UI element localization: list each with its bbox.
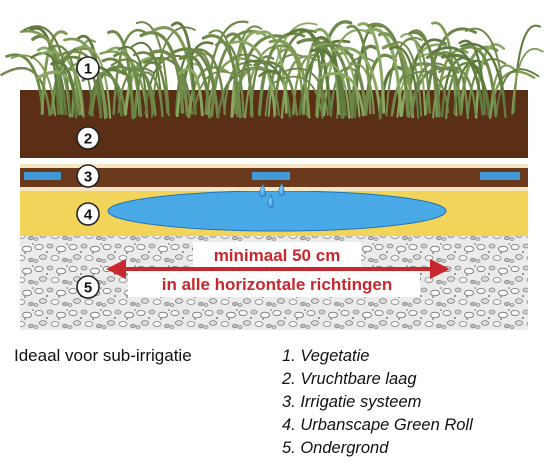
grass-blade: [253, 60, 299, 116]
grass-blade: [268, 39, 311, 119]
grass-blade: [330, 46, 382, 117]
green-roof-layer-diagram: minimaal 50 cm in alle horizontale richt…: [0, 20, 544, 330]
grass-blade: [214, 41, 245, 119]
distance-label-top: minimaal 50 cm: [214, 246, 341, 265]
distance-label-bottom: in alle horizontale richtingen: [162, 275, 392, 294]
grass-blade: [135, 21, 170, 117]
svg-text:5: 5: [84, 280, 92, 297]
grass-blade: [149, 49, 190, 117]
grass-blade: [63, 37, 107, 120]
grass-blade: [110, 58, 154, 114]
grass-blade: [316, 72, 365, 117]
emitter-right: [480, 172, 520, 180]
grass-blade: [0, 66, 52, 117]
grass-blade: [256, 30, 288, 114]
grass-blade: [135, 71, 164, 118]
grass-blade: [30, 51, 68, 116]
grass-blade: [273, 75, 324, 119]
svg-text:3: 3: [84, 169, 92, 186]
grass-blade: [201, 34, 242, 119]
grass-blade: [311, 41, 354, 114]
legend-item-substrate: 5. Ondergrond: [282, 439, 389, 457]
grass-blade: [425, 51, 463, 116]
distance-label-top-box: [193, 242, 361, 268]
grass-blade: [177, 67, 204, 117]
emitter-center: [252, 172, 290, 180]
grass-blade: [71, 39, 97, 118]
grass-blade: [224, 32, 254, 118]
grass-blade: [424, 27, 478, 116]
grass-blade: [75, 34, 103, 118]
grass-blade: [38, 50, 84, 117]
grass-blade: [206, 57, 259, 116]
grass-blade: [434, 51, 469, 120]
grass-blade: [410, 62, 448, 115]
grass-blade: [258, 69, 292, 118]
legend-item-fertile-layer: 2. Vruchtbare laag: [282, 370, 417, 388]
grass-blade: [99, 50, 149, 119]
grass-blade: [319, 43, 368, 116]
grass-blade: [170, 21, 197, 116]
legend-item-irrigation-system: 3. Irrigatie systeem: [282, 393, 422, 411]
grass-blade: [22, 25, 72, 114]
grass-blade: [388, 41, 423, 117]
water-drops-icon: [259, 182, 285, 208]
grass-blade: [132, 51, 169, 114]
layer-number-badge-2: 2: [76, 126, 100, 150]
layer-number-badge-1: 1: [76, 56, 100, 80]
grass-blade: [258, 32, 306, 116]
grass-blade: [347, 63, 375, 115]
distance-label-bottom-box: [128, 271, 420, 297]
grass-blade: [438, 66, 477, 116]
legend-item-vegetation: 1. Vegetatie: [282, 347, 370, 365]
layer-number-badge-4: 4: [76, 202, 100, 226]
layer-number-badge-3: 3: [76, 164, 100, 188]
grass-blade: [346, 24, 372, 115]
grass-blade: [400, 33, 427, 116]
grass-blade: [389, 46, 420, 120]
grass-blade: [10, 54, 57, 117]
grass-blade: [441, 53, 491, 117]
svg-text:4: 4: [84, 207, 93, 224]
legend-item-green-roll: 4. Urbanscape Green Roll: [282, 416, 473, 434]
grass-blade: [405, 38, 447, 118]
svg-text:1: 1: [84, 61, 92, 78]
grass-blade: [408, 30, 441, 118]
grass-blade: [457, 45, 498, 118]
diagram-caption: Ideaal voor sub-irrigatie: [14, 346, 192, 365]
grass-blade: [458, 39, 487, 115]
grass-blade: [184, 48, 227, 116]
grass-blade: [228, 40, 277, 116]
grass-blade: [474, 43, 506, 119]
grass-blade: [323, 28, 373, 117]
grass-blade: [285, 67, 329, 117]
emitter-left: [24, 172, 61, 180]
vegetation-grass: [0, 20, 544, 120]
water-pool: [107, 190, 447, 232]
grass-blade: [357, 22, 386, 114]
grass-blade: [381, 43, 415, 119]
grass-blade: [513, 24, 541, 114]
svg-text:2: 2: [84, 131, 92, 148]
grass-blade: [314, 42, 361, 118]
grass-blade: [364, 53, 398, 115]
layer-legend: 1. Vegetatie 2. Vruchtbare laag 3. Irrig…: [282, 345, 473, 460]
grass-blade: [139, 31, 185, 114]
grass-blade: [19, 29, 72, 118]
double-arrow-icon: [106, 259, 450, 279]
layer-number-badge-5: 5: [76, 275, 100, 299]
grass-blade: [117, 45, 149, 114]
grass-blade: [495, 68, 540, 115]
grass-blade: [50, 60, 78, 119]
grass-blade: [310, 48, 347, 117]
grass-blade: [76, 45, 112, 119]
grass-blade: [511, 48, 544, 115]
grass-blade: [460, 42, 507, 119]
